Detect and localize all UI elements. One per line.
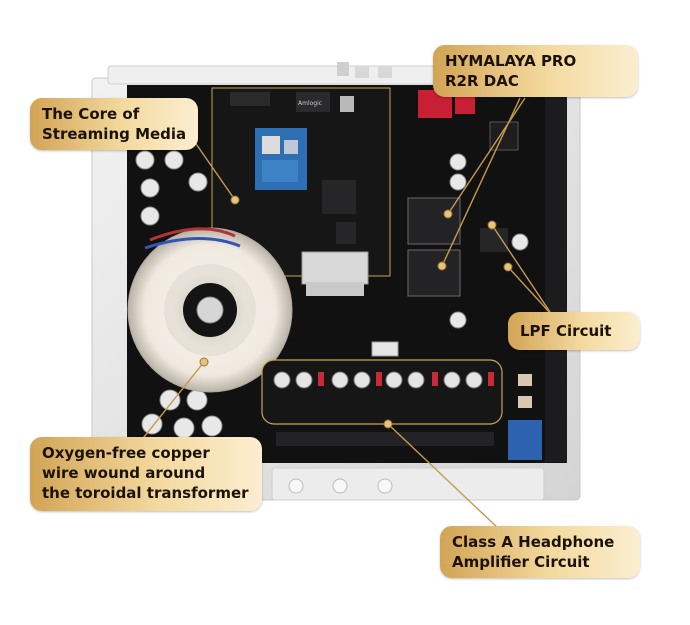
dot-headphone <box>383 419 393 429</box>
callout-line: The Core of <box>42 105 140 123</box>
capacitor-array <box>135 150 529 439</box>
dot-dac-2 <box>437 261 447 271</box>
dac-section <box>407 90 519 297</box>
front-panel-knobs <box>288 478 393 494</box>
callout-lpf-circuit: LPF Circuit <box>508 312 640 350</box>
leader-dac-1 <box>447 97 526 215</box>
callout-line: R2R DAC <box>445 72 519 90</box>
leader-dac-2 <box>441 97 521 267</box>
callout-line: the toroidal transformer <box>42 484 249 502</box>
callout-line: Oxygen-free copper <box>42 444 210 462</box>
leader-streaming <box>191 137 236 201</box>
callout-headphone-amplifier: Class A Headphone Amplifier Circuit <box>440 526 640 578</box>
callout-line: Amplifier Circuit <box>452 553 590 571</box>
dot-lpf-2 <box>503 262 513 272</box>
rear-connectors <box>337 62 392 78</box>
callout-line: Streaming Media <box>42 125 187 143</box>
callout-dots <box>199 195 513 429</box>
board-chip-text: Amlogic <box>298 100 322 107</box>
callout-line: LPF Circuit <box>520 322 612 340</box>
front-panel <box>271 467 545 501</box>
callout-r2r-dac: HYMALAYA PRO R2R DAC <box>433 45 638 97</box>
headphone-amp-section <box>261 341 503 446</box>
callout-line: wire wound around <box>42 464 206 482</box>
toroidal-transformer <box>127 227 293 393</box>
dot-streaming <box>230 195 240 205</box>
callout-streaming-media: The Core of Streaming Media <box>30 98 198 150</box>
callout-line: Class A Headphone <box>452 533 615 551</box>
leader-lpf-1 <box>491 224 559 325</box>
dot-lpf-1 <box>487 220 497 230</box>
callout-line: HYMALAYA PRO <box>445 52 577 70</box>
blue-capacitor <box>508 420 542 460</box>
small-relays <box>518 374 532 408</box>
dot-transformer <box>199 357 209 367</box>
callout-toroidal-transformer: Oxygen-free copper wire wound around the… <box>30 437 262 511</box>
leader-headphone <box>387 423 501 531</box>
side-heatsink <box>545 92 567 462</box>
dot-dac-1 <box>443 209 453 219</box>
